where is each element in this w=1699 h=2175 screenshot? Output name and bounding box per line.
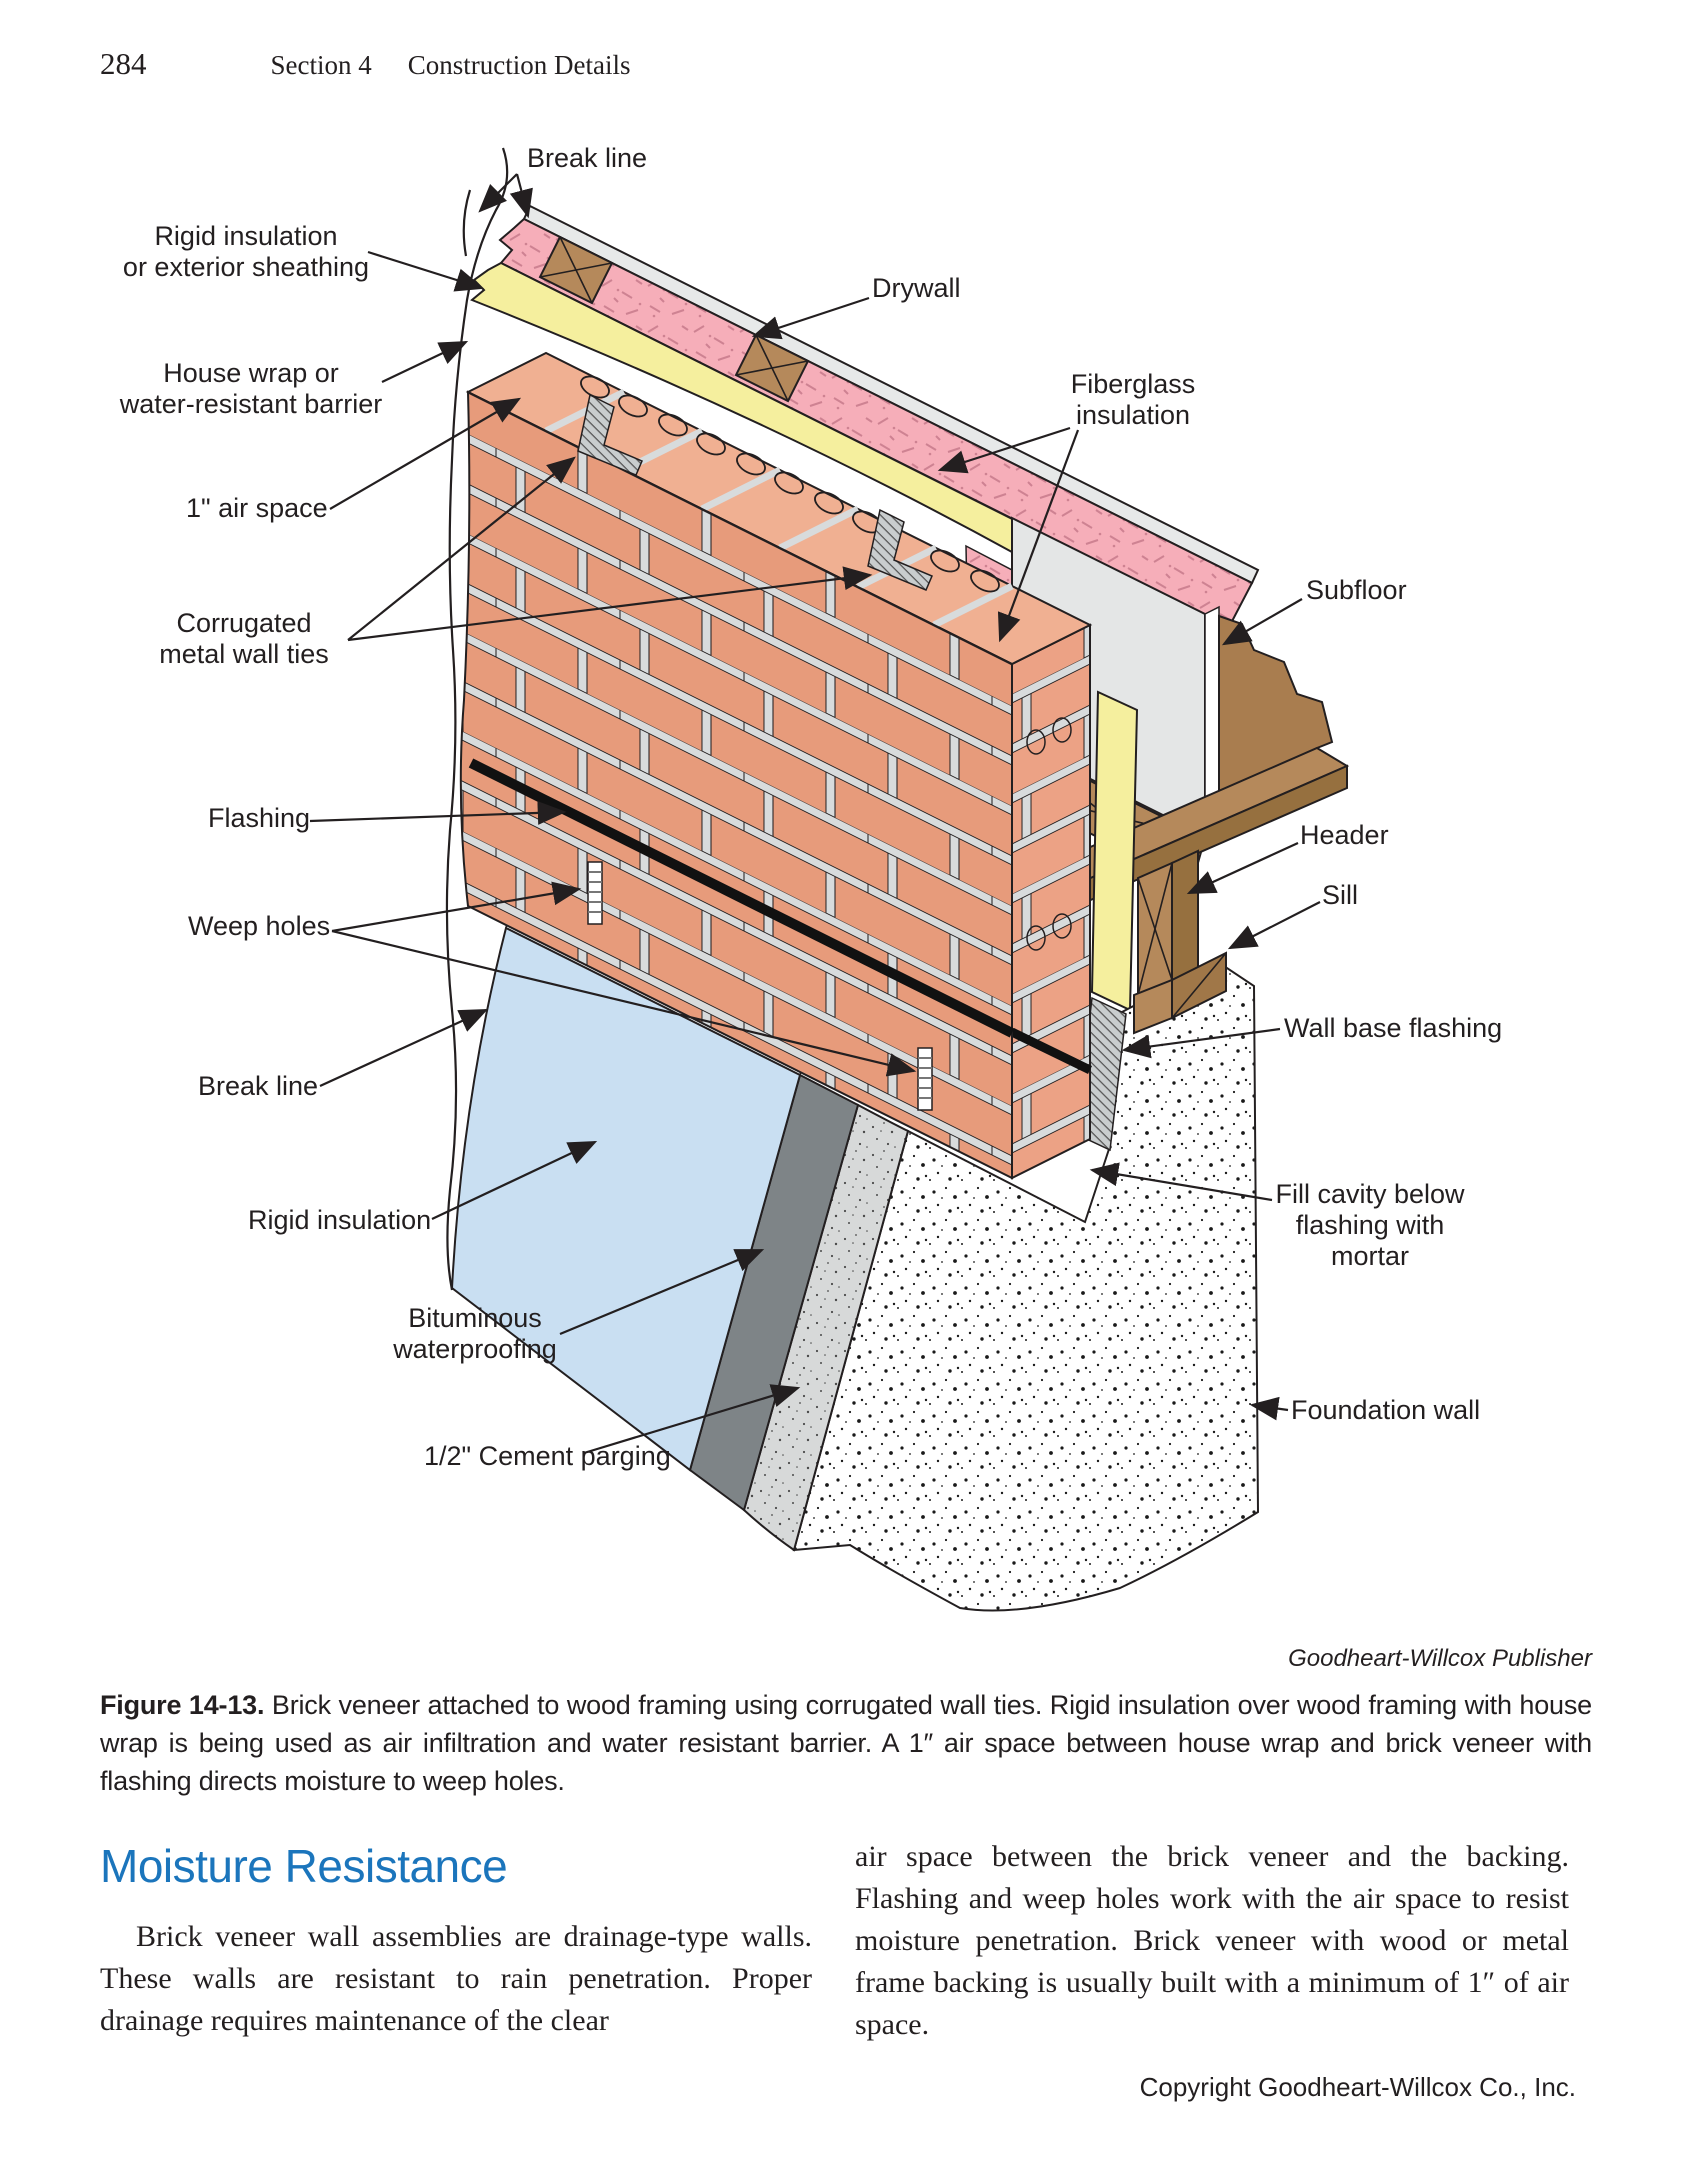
- label-cement-parging: 1/2" Cement parging: [424, 1441, 671, 1471]
- label-wall-base-flashing: Wall base flashing: [1284, 1013, 1503, 1043]
- body-column-left: Brick veneer wall assemblies are drainag…: [100, 1920, 812, 2037]
- label-rigid-insulation-sheathing: Rigid insulation or exterior sheathing: [122, 221, 370, 282]
- page-header: 284 Section 4 Construction Details: [100, 46, 1600, 82]
- copyright-footer: Copyright Goodheart-Willcox Co., Inc.: [1139, 2072, 1576, 2102]
- label-house-wrap: House wrap or water-resistant barrier: [119, 358, 383, 419]
- label-foundation-wall: Foundation wall: [1291, 1395, 1481, 1425]
- label-fiberglass-insulation: Fiberglass insulation: [1070, 369, 1196, 430]
- page-number: 284: [100, 46, 147, 81]
- label-air-space: 1" air space: [186, 493, 328, 523]
- figure-caption-label: Figure 14-13.: [100, 1690, 265, 1720]
- figure-caption-text: Brick veneer attached to wood framing us…: [100, 1690, 1592, 1796]
- section-breadcrumb: Section 4 Construction Details: [271, 50, 631, 81]
- label-subfloor: Subfloor: [1306, 575, 1407, 605]
- label-weep-holes: Weep holes: [188, 911, 331, 941]
- label-flashing: Flashing: [208, 803, 311, 833]
- label-header: Header: [1300, 820, 1389, 850]
- body-column-right: air space between the brick veneer and t…: [855, 1840, 1569, 2041]
- label-corrugated-wall-ties: Corrugated metal wall ties: [159, 608, 329, 669]
- section-label: Section 4: [270, 50, 372, 80]
- figure-credit: Goodheart-Willcox Publisher: [1288, 1645, 1592, 1672]
- label-rigid-insulation: Rigid insulation: [248, 1205, 432, 1235]
- section-title: Construction Details: [407, 50, 631, 80]
- label-sill: Sill: [1322, 880, 1359, 910]
- label-fill-cavity: Fill cavity below flashing with mortar: [1275, 1179, 1465, 1271]
- label-break-line-top: Break line: [527, 143, 648, 173]
- section-heading: Moisture Resistance: [100, 1840, 508, 1892]
- label-drywall: Drywall: [872, 273, 961, 303]
- label-break-line-bottom: Break line: [198, 1071, 319, 1101]
- label-bituminous-waterproofing: Bituminous waterproofing: [393, 1303, 557, 1364]
- figure-caption: Figure 14-13. Brick veneer attached to w…: [100, 1686, 1592, 1800]
